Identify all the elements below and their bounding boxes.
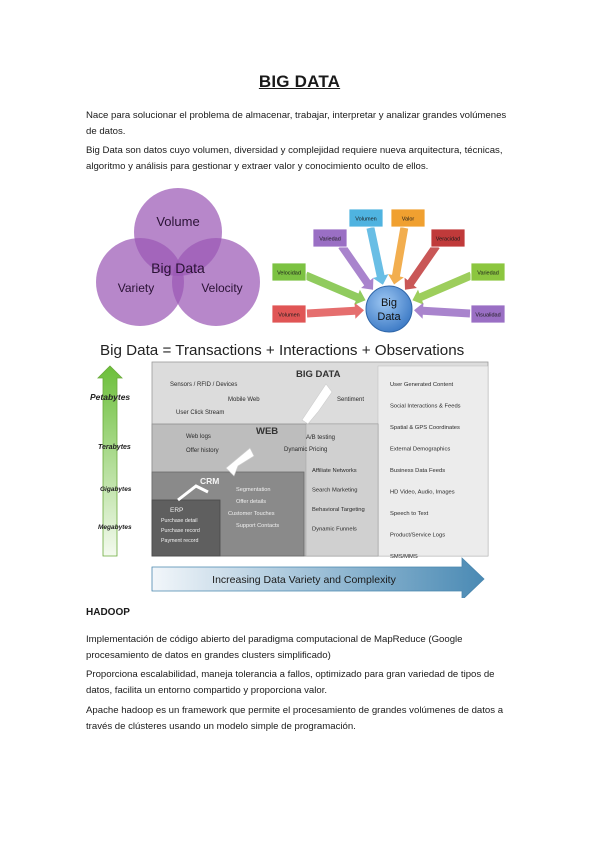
star-arrows xyxy=(304,226,473,319)
erp-item: Payment record xyxy=(161,538,198,544)
crm-item: Customer Touches xyxy=(228,511,275,517)
erp-item: ERP xyxy=(170,507,183,514)
crm-step-arrow xyxy=(177,484,209,502)
hadoop-paragraph-3: Apache hadoop es un framework que permit… xyxy=(86,705,504,732)
web-column-item: Behavioral Targeting xyxy=(312,507,365,513)
crm-item: Segmentation xyxy=(236,487,271,493)
star-node-box xyxy=(271,262,307,282)
star-center-label-1: Big xyxy=(381,297,397,309)
bigdata-step-arrow xyxy=(301,383,333,425)
intro-paragraph-1: Nace para solucionar el problema de alma… xyxy=(86,110,507,137)
y-level-terabytes: Terabytes xyxy=(98,444,131,451)
star-node-label: Valor xyxy=(402,217,415,223)
right-column-item: External Demographics xyxy=(390,447,450,453)
hadoop-heading: HADOOP xyxy=(86,607,130,618)
star-arrow xyxy=(414,302,471,319)
right-column-item: Social Interactions & Feeds xyxy=(390,404,461,410)
crm-layer-label: CRM xyxy=(200,476,219,486)
erp-item: Purchase record xyxy=(161,528,200,534)
star-arrow xyxy=(306,302,364,319)
right-column-item: HD Video, Audio, Images xyxy=(390,490,455,496)
star-arrow xyxy=(404,243,440,290)
big-data-chart: Big Data = Transactions + Interactions +… xyxy=(90,342,489,598)
right-column-item: Speech to Text xyxy=(390,511,429,517)
erp-layer xyxy=(151,499,221,557)
web-step-arrow xyxy=(225,447,255,477)
web-right-column xyxy=(305,423,379,557)
venn-label-variety: Variety xyxy=(118,281,154,295)
star-node-box xyxy=(470,304,506,324)
star-arrow xyxy=(388,227,409,285)
star-center-label-2: Data xyxy=(377,311,401,323)
web-layer-label: WEB xyxy=(256,426,278,437)
star-node-box xyxy=(312,228,348,248)
y-level-gigabytes: Gigabytes xyxy=(100,486,132,493)
bigdata-right-column xyxy=(377,365,489,557)
web-item: Offer history xyxy=(186,448,219,454)
right-column-item: User Generated Content xyxy=(390,382,454,388)
star-arrow xyxy=(338,243,374,290)
growth-arrow xyxy=(97,365,123,557)
star-arrow xyxy=(366,226,389,285)
star-node-box xyxy=(390,208,426,228)
star-arrow xyxy=(304,271,366,305)
venn-label-center: Big Data xyxy=(151,260,205,276)
star-arrow xyxy=(412,271,473,305)
hadoop-paragraph-2: Proporciona escalabilidad, maneja tolera… xyxy=(86,669,495,696)
right-column-item: Business Data Feeds xyxy=(390,468,445,474)
venn-label-volume: Volume xyxy=(156,214,199,229)
right-column-item: Product/Service Logs xyxy=(390,533,445,539)
intro-paragraph-2: Big Data son datos cuyo volumen, diversi… xyxy=(86,145,503,172)
star-node-box xyxy=(271,304,307,324)
star-node-label: Visualidad xyxy=(475,313,500,319)
complexity-arrow xyxy=(151,557,485,598)
right-column-item: Spatial & GPS Coordinates xyxy=(390,425,460,431)
star-node-label: Veracidad xyxy=(436,237,460,243)
web-item: A/B testing xyxy=(306,435,335,441)
complexity-arrow-label: Increasing Data Variety and Complexity xyxy=(212,574,396,586)
bigdata-item: User Click Stream xyxy=(176,410,224,416)
venn-circle-variety xyxy=(96,238,184,326)
right-column-item: SMS/MMS xyxy=(390,554,418,560)
star-node-box xyxy=(470,262,506,282)
web-item: Web logs xyxy=(186,434,211,440)
star-node-label: Variedad xyxy=(477,271,499,277)
web-column-item: Affiliate Networks xyxy=(312,468,357,474)
star-node-label: Volumen xyxy=(355,217,376,223)
venn-label-velocity: Velocity xyxy=(201,281,242,295)
web-column-item: Dynamic Funnels xyxy=(312,527,357,533)
bigdata-item: Sentiment xyxy=(337,397,364,403)
star-node-box xyxy=(430,228,466,248)
hadoop-paragraph-1: Implementación de código abierto del par… xyxy=(86,634,463,661)
y-level-petabytes: Petabytes xyxy=(90,392,130,402)
y-level-megabytes: Megabytes xyxy=(98,524,132,531)
star-node-label: Variedad xyxy=(319,237,341,243)
web-column-item: Search Marketing xyxy=(312,488,357,494)
bigdata-item: Mobile Web xyxy=(228,397,260,403)
crm-item: Support Contacts xyxy=(236,523,279,529)
erp-item: Purchase detail xyxy=(161,518,198,524)
star-node-label: Velocidad xyxy=(277,271,301,277)
star-node-label: Volumen xyxy=(278,313,299,319)
venn-diagram: Volume Big Data Variety Velocity xyxy=(96,188,260,326)
page-title: BIG DATA xyxy=(258,72,341,91)
chart-heading: Big Data = Transactions + Interactions +… xyxy=(100,342,465,359)
crm-item: Offer details xyxy=(236,499,266,505)
bigdata-item: Sensors / RFID / Devices xyxy=(170,382,237,388)
web-item: Dynamic Pricing xyxy=(284,447,327,453)
bigdata-layer-label: BIG DATA xyxy=(296,369,341,380)
star-node-box xyxy=(348,208,384,228)
venn-circle-velocity xyxy=(172,238,260,326)
star-center-circle xyxy=(365,285,413,333)
